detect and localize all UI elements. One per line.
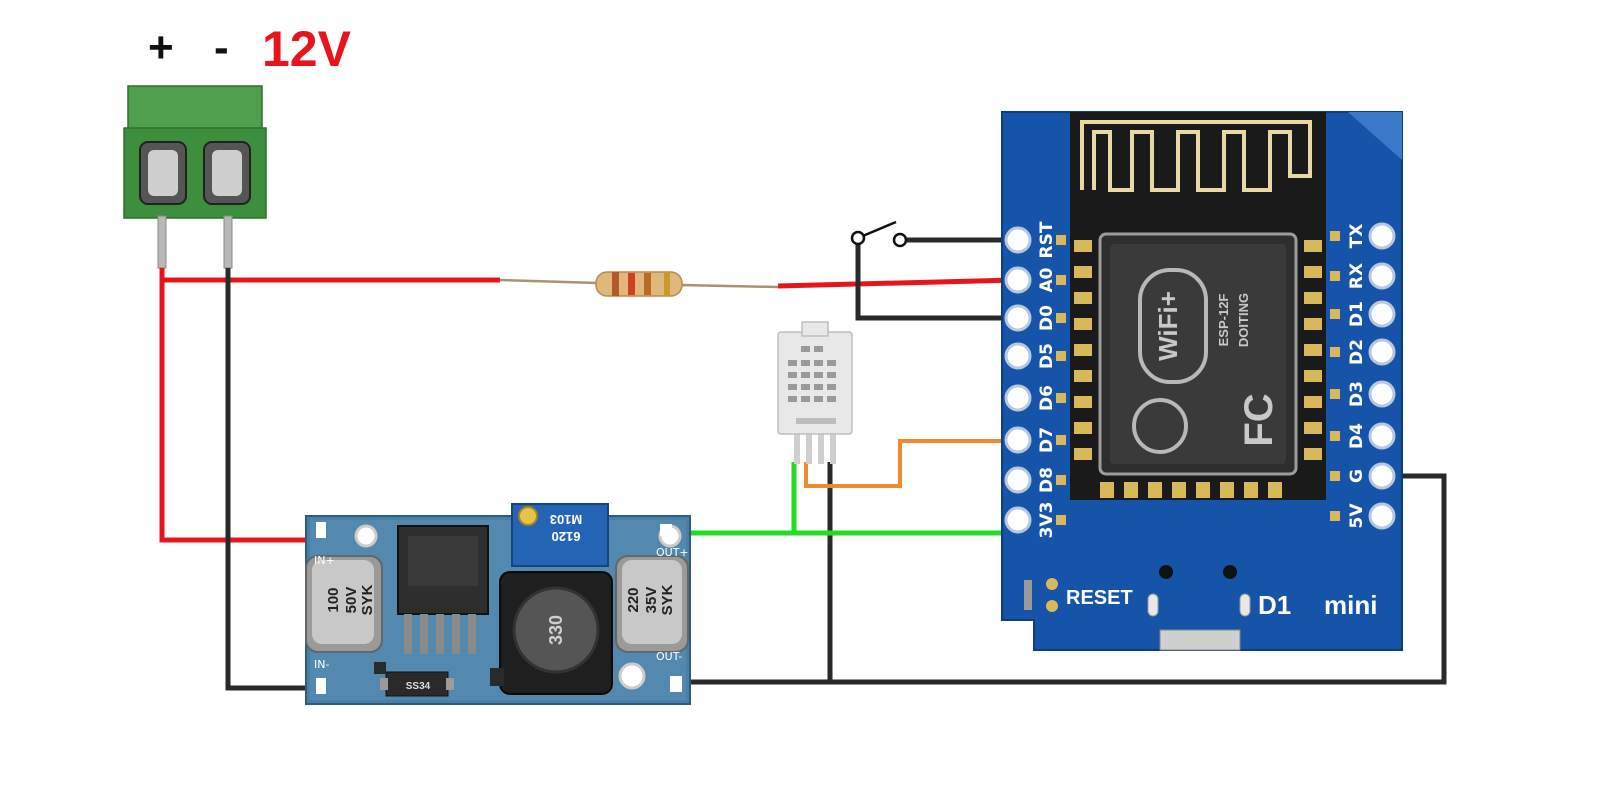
pin-label-rst: RST — [1037, 221, 1057, 258]
pin-pad-rx-smd — [1330, 271, 1340, 281]
pin-pad-a0 — [1004, 266, 1032, 294]
pin-pad-d1 — [1368, 300, 1396, 328]
wire-resistor-to-a0 — [777, 277, 1017, 289]
out-plus-label: OUT+ — [656, 546, 689, 559]
pin-label-rx: RX — [1347, 263, 1367, 289]
cap-in-voltage: 50V — [343, 587, 360, 614]
pin-pad-d3 — [1368, 380, 1396, 408]
pin-pad-3v3 — [1004, 506, 1032, 534]
pin-pad-d7 — [1004, 426, 1032, 454]
pin-label-d2: D2 — [1347, 339, 1367, 365]
pin-pad-d4-smd — [1330, 431, 1340, 441]
pin-pad-rx — [1368, 262, 1396, 290]
pot-marking-1: M103 — [550, 512, 583, 527]
cap-in-brand: SYK — [359, 584, 376, 615]
pin-pad-d1-smd — [1330, 309, 1340, 319]
board-name-mini: mini — [1324, 590, 1377, 620]
wire-switch-to-d0 — [855, 238, 1016, 321]
wire-gnd-to-in-minus — [225, 268, 310, 691]
wires — [159, 237, 1447, 691]
pin-pad-a0-smd — [1056, 275, 1066, 285]
header-pads — [1004, 222, 1396, 534]
pin-pad-d6-smd — [1056, 393, 1066, 403]
pin-pad-5v-smd — [1330, 511, 1340, 521]
module-vendor: DOITING — [1236, 293, 1251, 347]
pin-label-d5: D5 — [1037, 343, 1057, 369]
wire-out-minus-to-g — [690, 473, 1447, 685]
cap-out-brand: SYK — [659, 584, 676, 615]
d1-mini-board: WiFi+ ESP-12F DOITING FC RST A0D0D5D6D7D8… — [1001, 111, 1403, 651]
pin-pad-d7-smd — [1056, 435, 1066, 445]
minus-label: - — [214, 23, 229, 72]
pin-label-a0: A0 — [1037, 267, 1057, 292]
pin-label-d8: D8 — [1037, 467, 1057, 493]
pin-label-g: G — [1347, 469, 1367, 483]
pin-label-3v3: 3V3 — [1037, 502, 1057, 539]
module-logo: WiFi+ — [1153, 291, 1183, 361]
pin-pad-tx-smd — [1330, 231, 1340, 241]
diode-marking: SS34 — [406, 681, 431, 692]
pin-pad-d0-smd — [1056, 313, 1066, 323]
wire-sensor-data-to-d7 — [804, 439, 1016, 488]
inductor-marking: 330 — [546, 615, 566, 645]
pin-pad-rst-smd — [1056, 235, 1066, 245]
pin-pad-rst — [1004, 226, 1032, 254]
in-minus-label: IN- — [314, 658, 329, 671]
wire-12v-to-in-plus — [159, 268, 310, 543]
cap-out-voltage: 35V — [643, 587, 660, 614]
pin-pad-tx — [1368, 222, 1396, 250]
pin-pad-5v — [1368, 502, 1396, 530]
pin-label-tx: TX — [1347, 224, 1367, 249]
resistor — [499, 271, 779, 297]
pin-pad-g — [1368, 462, 1396, 490]
pin-label-d6: D6 — [1037, 385, 1057, 411]
module-model: ESP-12F — [1216, 294, 1231, 347]
pin-pad-d8 — [1004, 466, 1032, 494]
buck-converter: 100 50V SYK M103 6120 330 220 35V SYK SS… — [305, 503, 691, 705]
switch — [850, 220, 908, 248]
pin-pad-d8-smd — [1056, 475, 1066, 485]
cap-in-value: 100 — [325, 587, 342, 612]
pin-label-d0: D0 — [1037, 305, 1057, 331]
pin-label-d4: D4 — [1347, 423, 1367, 449]
pot-marking-2: 6120 — [552, 529, 581, 544]
module-fcc: FC — [1237, 393, 1281, 446]
pin-pad-d2 — [1368, 338, 1396, 366]
pin-pad-d4 — [1368, 422, 1396, 450]
plus-label: + — [148, 23, 174, 72]
pin-pad-d0 — [1004, 304, 1032, 332]
pin-pad-d2-smd — [1330, 347, 1340, 357]
out-minus-label: OUT- — [656, 650, 682, 663]
pin-pad-d5 — [1004, 342, 1032, 370]
dht-sensor — [777, 321, 853, 464]
pin-label-d1: D1 — [1347, 301, 1367, 327]
pin-pad-d3-smd — [1330, 389, 1340, 399]
pin-label-d3: D3 — [1347, 381, 1367, 407]
in-plus-label: IN+ — [314, 554, 335, 567]
pin-label-5v: 5V — [1347, 503, 1367, 529]
pin-pad-3v3-smd — [1056, 515, 1066, 525]
pin-pad-d5-smd — [1056, 351, 1066, 361]
board-name-d1: D1 — [1258, 590, 1291, 620]
cap-out-value: 220 — [625, 587, 642, 612]
pin-label-d7: D7 — [1037, 427, 1057, 453]
screw-terminal — [123, 85, 267, 269]
reset-label: RESET — [1066, 587, 1133, 609]
pin-pad-d6 — [1004, 384, 1032, 412]
voltage-label: 12V — [262, 21, 352, 77]
pin-pad-g-smd — [1330, 471, 1340, 481]
